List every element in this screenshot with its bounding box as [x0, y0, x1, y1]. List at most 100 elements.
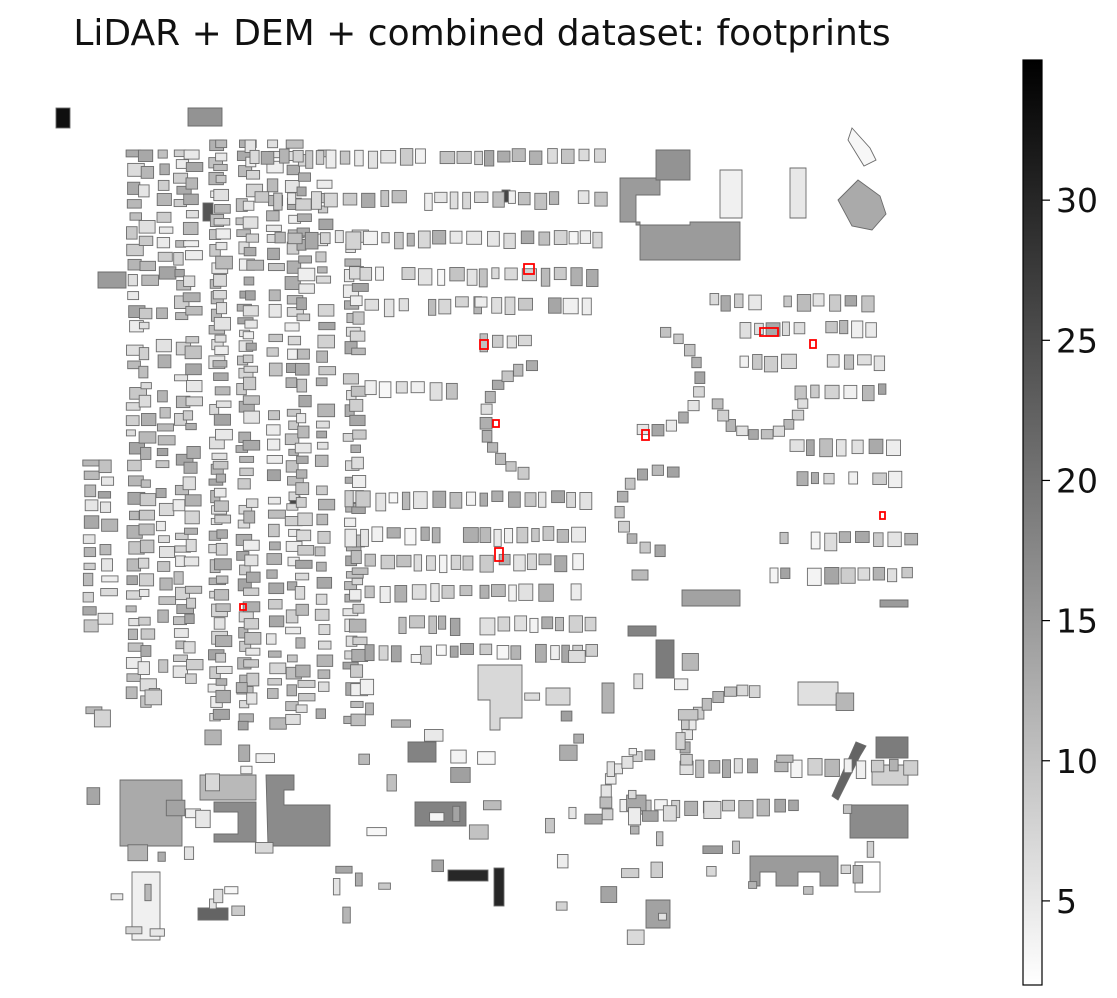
house-footprint	[84, 484, 97, 498]
house-footprint	[887, 568, 898, 583]
house-footprint	[215, 689, 231, 704]
house-footprint	[239, 455, 255, 463]
house-footprint	[215, 575, 229, 584]
house-footprint	[561, 148, 575, 164]
house-footprint	[285, 460, 299, 473]
house-footprint	[449, 617, 461, 636]
house-footprint	[538, 553, 552, 566]
house-footprint	[214, 558, 232, 571]
house-footprint	[842, 804, 853, 814]
large-building-footprint	[619, 177, 741, 261]
house-footprint	[349, 589, 362, 601]
house-footprint	[479, 643, 493, 656]
house-footprint	[216, 529, 228, 539]
house-footprint	[288, 491, 300, 501]
house-footprint	[339, 150, 351, 165]
house-footprint	[579, 492, 593, 510]
house-footprint	[637, 468, 648, 481]
house-footprint	[297, 267, 316, 282]
house-footprint	[246, 692, 258, 705]
house-footprint	[157, 354, 172, 369]
large-building-footprint	[879, 599, 909, 608]
house-footprint	[501, 370, 514, 383]
house-footprint	[904, 532, 919, 546]
house-footprint	[406, 232, 415, 247]
house-footprint	[316, 179, 333, 189]
house-footprint	[245, 342, 257, 351]
house-footprint	[639, 541, 651, 554]
house-footprint	[492, 334, 504, 348]
house-footprint	[491, 379, 505, 390]
house-footprint	[651, 424, 665, 437]
house-footprint	[432, 230, 447, 245]
house-footprint	[213, 413, 231, 426]
house-footprint	[675, 732, 686, 750]
house-footprint	[316, 275, 332, 284]
house-footprint	[835, 692, 855, 711]
house-footprint	[399, 148, 414, 166]
highlighted-footprint	[641, 429, 650, 441]
house-footprint	[246, 259, 265, 271]
house-footprint	[138, 557, 150, 569]
house-footprint	[158, 596, 177, 605]
house-footprint	[284, 180, 300, 193]
house-footprint	[556, 529, 569, 543]
house-footprint	[268, 263, 285, 272]
house-footprint	[274, 231, 286, 244]
house-footprint	[352, 429, 367, 440]
house-footprint	[186, 659, 204, 671]
house-footprint	[268, 582, 285, 595]
house-footprint	[316, 485, 328, 496]
house-footprint	[797, 398, 809, 409]
house-footprint	[554, 555, 568, 573]
colorbar-tick-label: 10	[1056, 742, 1098, 781]
house-footprint	[296, 313, 311, 322]
house-footprint	[362, 230, 378, 246]
house-footprint	[508, 491, 521, 508]
house-footprint	[479, 584, 490, 599]
house-footprint	[267, 688, 279, 699]
house-footprint	[182, 221, 199, 235]
house-footprint	[632, 751, 643, 762]
house-footprint	[404, 527, 417, 546]
house-footprint	[349, 295, 363, 307]
house-footprint	[498, 553, 511, 566]
house-footprint	[215, 174, 227, 184]
house-footprint	[518, 297, 533, 311]
house-footprint	[388, 492, 399, 504]
house-footprint	[621, 755, 634, 769]
tall-building-footprint	[202, 202, 214, 222]
house-footprint	[315, 150, 325, 165]
house-footprint	[517, 192, 531, 206]
house-footprint	[214, 345, 229, 355]
house-footprint	[245, 233, 260, 243]
house-footprint	[480, 403, 493, 415]
house-footprint	[318, 321, 336, 331]
house-footprint	[466, 230, 483, 245]
house-footprint	[432, 490, 447, 508]
house-footprint	[127, 258, 142, 271]
house-footprint	[513, 363, 524, 377]
house-footprint	[812, 293, 825, 307]
house-footprint	[213, 617, 226, 630]
house-footprint	[242, 539, 260, 551]
house-footprint	[350, 385, 367, 397]
house-footprint	[175, 555, 186, 567]
house-footprint	[748, 685, 761, 698]
highlighted-footprint	[239, 603, 247, 611]
house-footprint	[572, 553, 584, 571]
colorbar-gradient	[1022, 59, 1043, 986]
house-footprint	[215, 473, 227, 483]
house-footprint	[242, 331, 255, 340]
house-footprint	[628, 807, 642, 826]
house-footprint	[156, 447, 169, 457]
house-footprint	[267, 247, 280, 261]
house-footprint	[254, 191, 270, 203]
tall-building-footprint	[493, 867, 505, 907]
house-footprint	[335, 865, 353, 874]
large-building-footprint	[627, 625, 657, 637]
house-footprint	[717, 409, 730, 422]
house-footprint	[651, 464, 664, 476]
house-footprint	[159, 546, 175, 558]
